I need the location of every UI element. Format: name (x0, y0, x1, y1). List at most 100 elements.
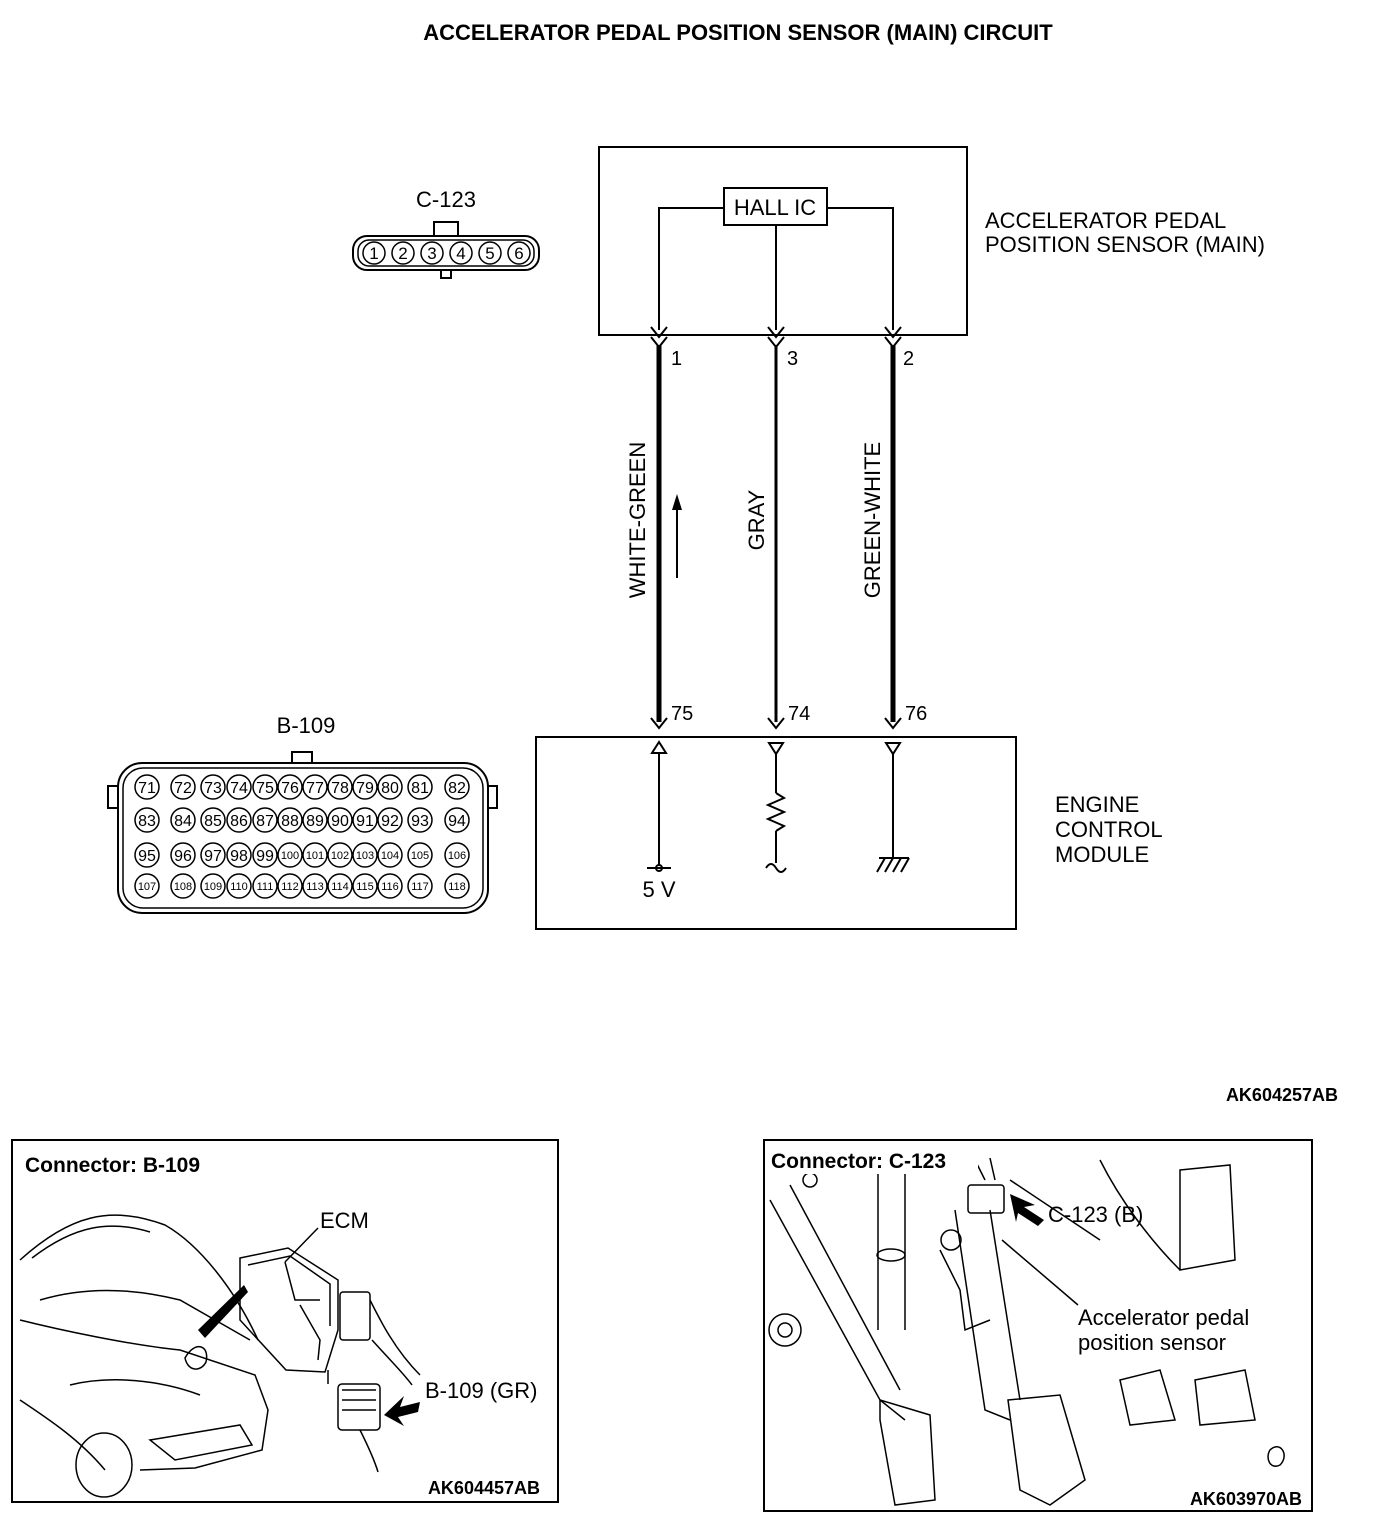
b109-pin-circle (302, 774, 328, 800)
b109-pin-number: 104 (381, 850, 399, 862)
b109-pin-number: 117 (411, 881, 429, 893)
b109-pin-circle (407, 873, 433, 899)
b109-pin-circle (377, 774, 403, 800)
b109-pin-number: 80 (381, 780, 399, 797)
b109-pin-number: 76 (281, 780, 299, 797)
diagram-code: AK604257AB (1226, 1085, 1338, 1105)
c123-pin-circle (478, 241, 502, 265)
sensor-callout-line1: Accelerator pedal (1078, 1305, 1249, 1330)
b109-pin-circle (444, 807, 470, 833)
b109-pin-number: 86 (230, 813, 248, 830)
sensor-pin-number: 1 (671, 348, 682, 370)
c123-pin-circle (362, 241, 386, 265)
resistor-icon (765, 792, 787, 832)
b109-pin-number: 74 (230, 780, 248, 797)
b109-pin-circle (226, 774, 252, 800)
diagram-title: ACCELERATOR PEDAL POSITION SENSOR (MAIN)… (423, 20, 1053, 45)
sensor-box (598, 146, 968, 336)
b109-pin-circle (200, 807, 226, 833)
c123-pin-circle (449, 241, 473, 265)
b109-pin-number: 84 (174, 813, 192, 830)
c123-pin-circle (391, 241, 415, 265)
panel-c123-header-bg (768, 1146, 978, 1174)
b109-pin-circle (352, 774, 378, 800)
b109-pin-circle (277, 842, 303, 868)
b109-pin-circle (277, 774, 303, 800)
b109-pin-circle (134, 807, 160, 833)
b109-pin-circle (377, 842, 403, 868)
hall-ic-box (723, 187, 828, 226)
b109-pin-number: 97 (204, 848, 222, 865)
c123-pin-number: 2 (398, 244, 407, 263)
b109-pin-circle (226, 873, 252, 899)
b109-pin-number: 82 (448, 780, 466, 797)
c123-pin-number: 5 (485, 244, 494, 263)
c123-callout-label: C-123 (B) (1048, 1202, 1143, 1227)
panel-b109-frame (11, 1139, 559, 1503)
b109-pin-number: 91 (356, 813, 374, 830)
ecm-name-line2: CONTROL (1055, 817, 1163, 842)
b109-pin-circle (302, 842, 328, 868)
b109-pin-number: 90 (331, 813, 349, 830)
b109-pin-number: 77 (306, 780, 324, 797)
b109-pin-circle (134, 842, 160, 868)
panel-c123-header: Connector: C-123 (771, 1150, 946, 1173)
b109-pin-number: 93 (411, 813, 429, 830)
b109-pin-number: 81 (411, 780, 429, 797)
wire-color-label: GRAY (744, 489, 769, 550)
b109-pin-circle (277, 807, 303, 833)
input-terminal-icon (650, 740, 668, 754)
b109-pin-circle (352, 842, 378, 868)
sensor-internal-wire-2 (827, 207, 894, 330)
terminal-icon (767, 742, 785, 756)
ecm-name-line3: MODULE (1055, 842, 1149, 867)
b109-pin-circle (277, 873, 303, 899)
connector-b109-label: B-109 (277, 713, 336, 738)
b109-pin-number: 96 (174, 848, 192, 865)
wire-color-label: GREEN-WHITE (860, 442, 885, 598)
b109-pin-circle (352, 807, 378, 833)
b109-pin-circle (170, 807, 196, 833)
b109-pin-number: 112 (281, 881, 299, 893)
b109-pin-number: 88 (281, 813, 299, 830)
b109-pin-circle (134, 873, 160, 899)
sensor-callout-line2: position sensor (1078, 1330, 1226, 1355)
b109-pin-circle (327, 873, 353, 899)
b109-pin-circle (302, 873, 328, 899)
b109-pin-circle (200, 774, 226, 800)
c123-pin-circle (420, 241, 444, 265)
chevron-icon (884, 717, 902, 730)
ecm-block: 5 V ENGINE CONTROL MODULE (535, 736, 1163, 930)
signal-direction-arrow-icon (672, 494, 682, 578)
sensor-internal-wire-1 (658, 207, 724, 330)
b109-pin-circle (327, 842, 353, 868)
b109-pin-circle (252, 873, 278, 899)
b109-pin-number: 94 (448, 813, 466, 830)
ecm-pin-number: 74 (788, 703, 810, 725)
b109-pin-number: 114 (331, 881, 349, 893)
b109-pin-circle (170, 774, 196, 800)
panel-b109-code: AK604457AB (428, 1478, 540, 1498)
c123-pin-number: 1 (369, 244, 378, 263)
connector-pointer-arrow-icon (384, 1396, 420, 1426)
c123-pin-circle (507, 241, 531, 265)
pedal-illustration (768, 1157, 1285, 1506)
b109-pin-circle (444, 873, 470, 899)
b109-pin-number: 106 (448, 850, 466, 862)
b109-pin-circle (407, 842, 433, 868)
connector-pointer-arrow-icon (1010, 1194, 1044, 1226)
ecm-pin-number: 76 (905, 703, 927, 725)
b109-pin-number: 115 (356, 881, 374, 893)
ecm-terminal-chevrons (650, 717, 902, 730)
terminal-icon (884, 742, 902, 756)
b109-pin-number: 111 (257, 881, 274, 893)
sensor-name-line1: ACCELERATOR PEDAL (985, 208, 1226, 233)
ecm-callout-label: ECM (320, 1208, 369, 1233)
b109-pin-circle (444, 842, 470, 868)
b109-pin-number: 110 (230, 881, 248, 893)
sensor-block: HALL IC ACCELERATOR PEDAL POSITION SENSO… (598, 146, 1265, 336)
b109-pin-circle (170, 842, 196, 868)
b109-pin-number: 109 (204, 881, 222, 893)
